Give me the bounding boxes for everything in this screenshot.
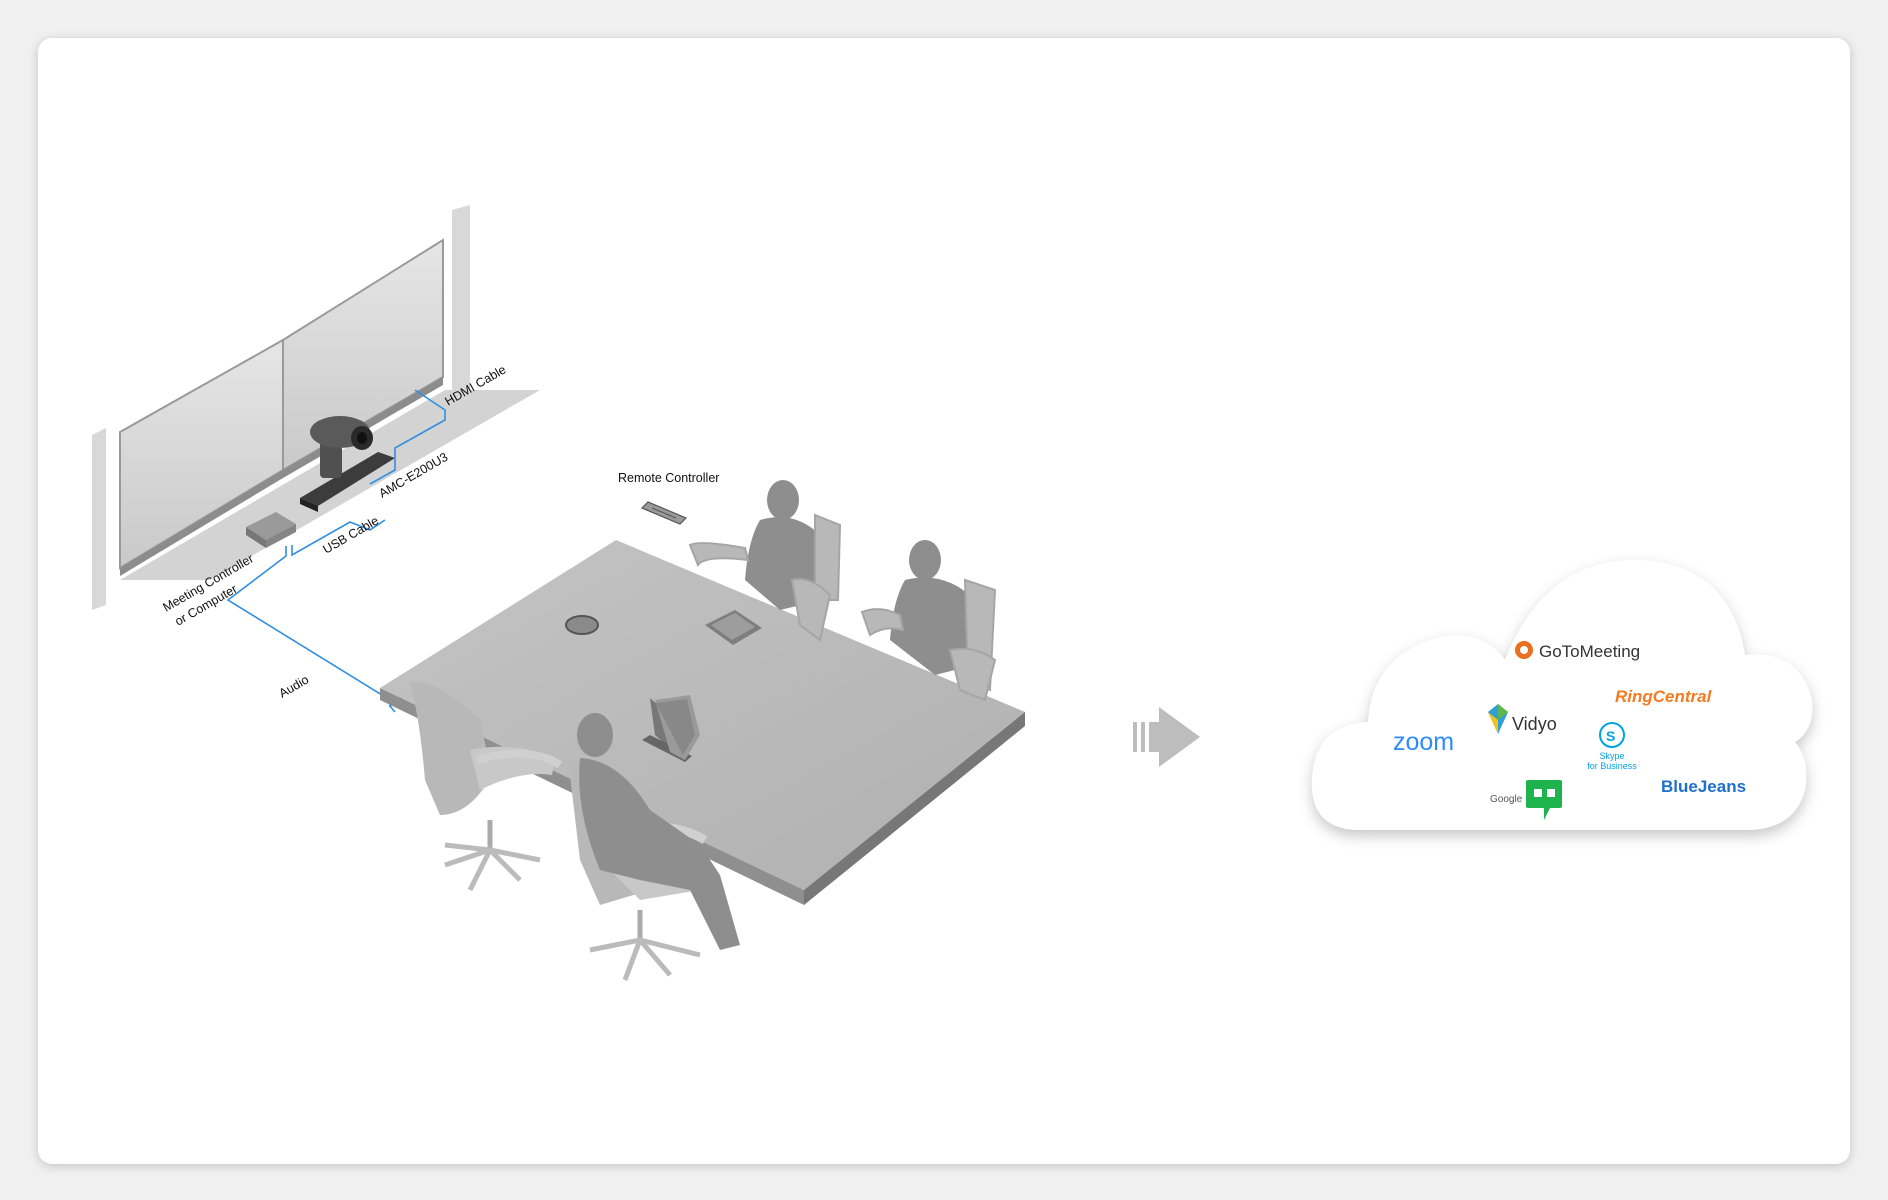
vidyo-text: Vidyo [1512, 714, 1557, 734]
hdmi-cable [369, 389, 446, 485]
meeting-controller-box [246, 512, 296, 548]
person-front-right [577, 713, 740, 950]
flow-arrow-icon [1133, 707, 1200, 767]
label-usb-cable: USB Cable [321, 514, 382, 557]
label-audio: Audio [277, 672, 312, 700]
skype-text-2: for Business [1587, 761, 1637, 771]
laptop [642, 695, 700, 762]
bluejeans-logo: BlueJeans [1661, 777, 1746, 796]
cloud [1311, 560, 1813, 830]
gotomeeting-text: GoToMeeting [1539, 642, 1640, 661]
vidyo-logo: Vidyo [1488, 704, 1557, 734]
wall-pillar-left [92, 428, 106, 610]
usb-cable [291, 519, 386, 557]
ptz-camera [300, 416, 395, 512]
tablet [705, 610, 762, 645]
zoom-logo: zoom [1393, 728, 1454, 756]
google-text: Google [1490, 794, 1523, 805]
label-remote-controller: Remote Controller [618, 471, 719, 485]
chair-back-right [860, 578, 997, 702]
remote-controller [640, 501, 688, 525]
skype-logo: S Skype for Business [1587, 722, 1637, 771]
chair-back-left [688, 513, 842, 642]
gotomeeting-logo: GoToMeeting [1515, 641, 1640, 661]
speakerphone-puck [565, 615, 599, 635]
wall-pillar-right [452, 205, 470, 404]
google-hangouts-logo: Google [1490, 780, 1562, 820]
svg-text:S: S [1606, 728, 1615, 744]
chair-front-left [410, 681, 563, 892]
skype-text: Skype [1599, 751, 1624, 761]
ringcentral-logo: RingCentral [1615, 687, 1713, 706]
